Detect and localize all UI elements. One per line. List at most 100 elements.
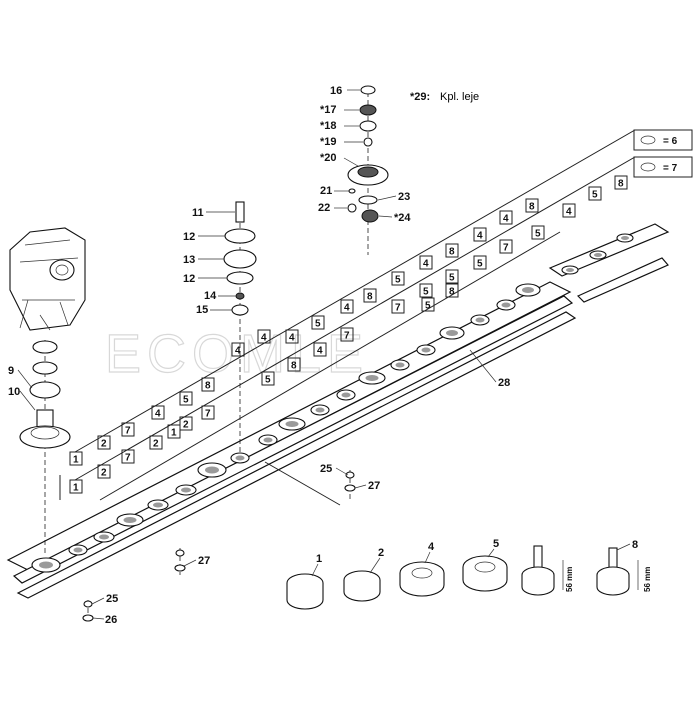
callout-g1: 1 bbox=[316, 553, 322, 565]
position-box bbox=[531, 225, 545, 240]
callout-16: 16 bbox=[330, 85, 342, 97]
legend-label-7: = 7 bbox=[663, 163, 678, 174]
part-16 bbox=[360, 85, 376, 95]
bar-disc-hub bbox=[205, 466, 219, 474]
position-box bbox=[69, 479, 83, 494]
position-box bbox=[499, 210, 513, 225]
position-box-label: 5 bbox=[423, 287, 429, 298]
position-box-label: 4 bbox=[344, 303, 350, 314]
part-12b bbox=[226, 271, 254, 285]
position-box bbox=[363, 288, 377, 303]
part-17 bbox=[359, 104, 377, 116]
position-box bbox=[97, 464, 111, 479]
part-10-shaft bbox=[36, 409, 54, 429]
left-stack bbox=[223, 201, 257, 452]
position-box bbox=[445, 243, 459, 258]
part-22 bbox=[347, 203, 357, 213]
callout-23: 23 bbox=[398, 191, 410, 203]
callout-20: *20 bbox=[320, 152, 337, 164]
part-24 bbox=[361, 209, 379, 223]
position-box-label: 4 bbox=[317, 346, 323, 357]
callout-10: 10 bbox=[8, 386, 20, 398]
bar-disc-hub bbox=[263, 437, 273, 443]
shaft-gear-8 bbox=[608, 547, 618, 569]
position-box-label: 8 bbox=[618, 179, 624, 190]
position-box bbox=[421, 297, 435, 312]
position-box-label: 7 bbox=[205, 409, 211, 420]
callout-leader-g4 bbox=[424, 551, 431, 564]
position-box bbox=[261, 371, 275, 386]
position-box bbox=[445, 283, 459, 298]
gearbox-illustration bbox=[9, 227, 86, 331]
callout-25b: 25 bbox=[106, 593, 118, 605]
position-box-label: 7 bbox=[503, 243, 509, 254]
position-box bbox=[167, 424, 181, 439]
position-box-label: 8 bbox=[291, 361, 297, 372]
callout-leader-24 bbox=[378, 215, 393, 218]
position-box bbox=[445, 269, 459, 284]
position-box-label: 8 bbox=[449, 247, 455, 258]
callout-22: 22 bbox=[318, 202, 330, 214]
legend-label-6: = 6 bbox=[663, 136, 678, 147]
bar-disc-hub bbox=[153, 502, 163, 508]
position-box-label: 1 bbox=[73, 483, 79, 494]
drive-gear-stack bbox=[19, 340, 71, 555]
part-14 bbox=[235, 292, 245, 300]
part-13 bbox=[223, 249, 257, 269]
callout-24: *24 bbox=[394, 212, 411, 224]
bar-disc-hub bbox=[181, 487, 191, 493]
position-box-label: 4 bbox=[155, 409, 161, 420]
position-box bbox=[121, 449, 135, 464]
position-box bbox=[151, 405, 165, 420]
callout-9: 9 bbox=[8, 365, 14, 377]
position-box-label: 4 bbox=[423, 259, 429, 270]
bar-disc-hub bbox=[475, 317, 485, 323]
callout-leader-g8 bbox=[616, 543, 631, 551]
position-box bbox=[499, 239, 513, 254]
position-box-label: 4 bbox=[289, 333, 295, 344]
position-box-label: 4 bbox=[503, 214, 509, 225]
position-box-label: 5 bbox=[449, 273, 455, 284]
callout-leader-27b bbox=[183, 559, 197, 567]
position-box bbox=[340, 327, 354, 342]
bar-disc-hub bbox=[395, 362, 405, 368]
position-box-label: 2 bbox=[183, 420, 189, 431]
position-box-label: 2 bbox=[101, 439, 107, 450]
position-box-label: 2 bbox=[101, 468, 107, 479]
loose-gears bbox=[286, 545, 630, 610]
position-box bbox=[201, 405, 215, 420]
callout-g8: 8 bbox=[632, 539, 638, 551]
part-10-gear bbox=[19, 425, 71, 449]
position-box-label: 8 bbox=[205, 381, 211, 392]
bar-disc-hub bbox=[123, 517, 137, 523]
position-box-label: 5 bbox=[425, 301, 431, 312]
callout-leader-27a bbox=[354, 484, 367, 489]
callout-21: 21 bbox=[320, 185, 332, 197]
position-box bbox=[97, 435, 111, 450]
callout-g2: 2 bbox=[378, 547, 384, 559]
position-box bbox=[419, 283, 433, 298]
bar-disc-hub bbox=[341, 392, 351, 398]
callout-19: *19 bbox=[320, 136, 337, 148]
position-box-label: 4 bbox=[235, 346, 241, 357]
bar-disc-hub bbox=[315, 407, 325, 413]
position-box-label: 4 bbox=[261, 333, 267, 344]
callout-12b: 12 bbox=[183, 273, 195, 285]
position-box bbox=[121, 422, 135, 437]
position-box bbox=[285, 329, 299, 344]
callout-14: 14 bbox=[204, 290, 217, 302]
position-box-label: 4 bbox=[566, 207, 572, 218]
position-box bbox=[525, 198, 539, 213]
part-18 bbox=[359, 120, 377, 132]
callout-13: 13 bbox=[183, 254, 195, 266]
position-box-label: 1 bbox=[171, 428, 177, 439]
callout-leader-g1 bbox=[311, 563, 319, 577]
position-box-label: 5 bbox=[535, 229, 541, 240]
position-box bbox=[473, 255, 487, 270]
position-box bbox=[473, 227, 487, 242]
position-box bbox=[149, 435, 163, 450]
position-box bbox=[201, 377, 215, 392]
bar-disc-hub bbox=[235, 455, 245, 461]
